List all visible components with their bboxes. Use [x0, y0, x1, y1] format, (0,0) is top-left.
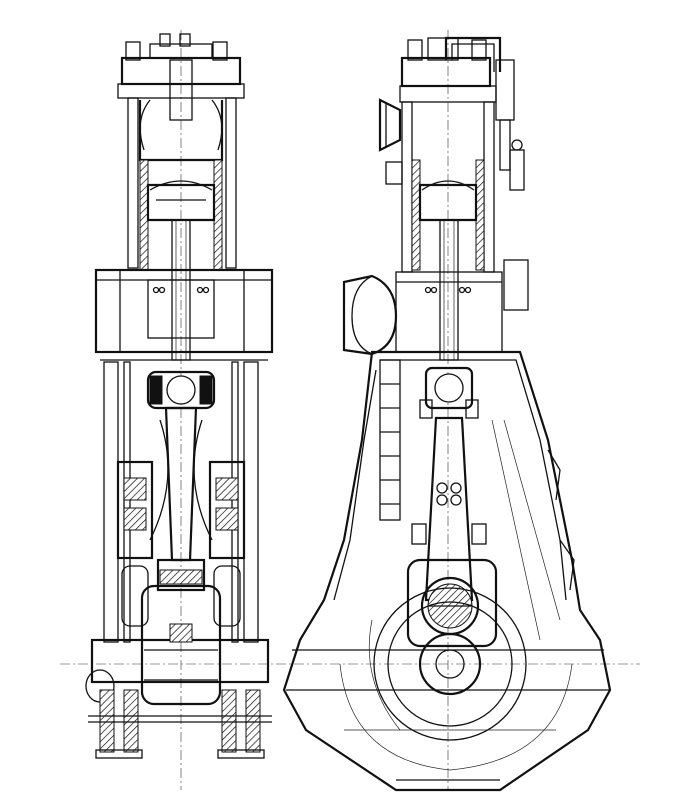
side-air-receiver — [342, 271, 503, 356]
side-frame — [282, 350, 612, 792]
side-connecting-rod — [411, 416, 487, 602]
side-view — [282, 30, 612, 792]
front-cylinder-head — [117, 33, 245, 162]
side-cylinder-body — [385, 101, 529, 361]
front-cylinder-body — [127, 97, 237, 361]
front-crankshaft — [85, 584, 270, 706]
front-connecting-rod — [149, 406, 213, 592]
front-frame-box — [94, 268, 274, 361]
front-bearing-feet — [88, 689, 272, 759]
side-cylinder-head — [378, 36, 515, 171]
front-guide-columns — [103, 361, 259, 643]
side-crosshead — [419, 366, 479, 419]
side-crank — [339, 558, 573, 771]
front-crosshead — [146, 370, 216, 410]
side-bedplate — [286, 649, 610, 781]
front-view — [85, 30, 274, 790]
